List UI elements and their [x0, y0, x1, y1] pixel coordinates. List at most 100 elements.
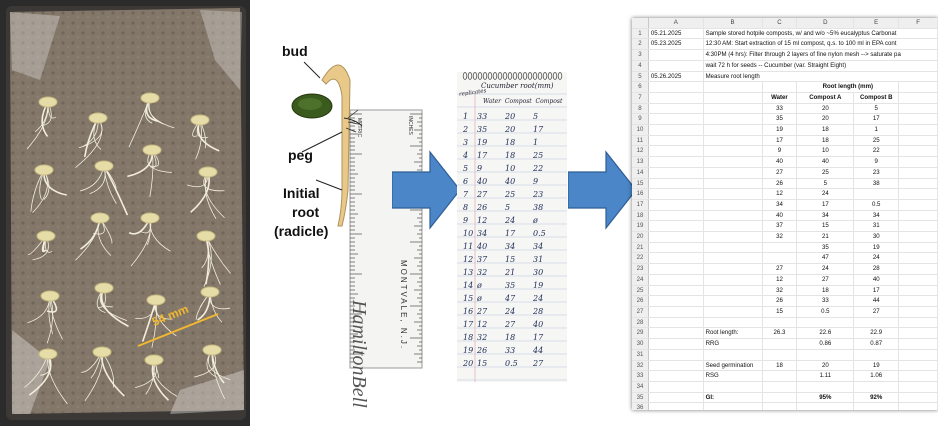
cell[interactable]: [648, 360, 704, 372]
cell[interactable]: [648, 103, 704, 115]
row-number[interactable]: 10: [632, 124, 649, 136]
water-value[interactable]: [762, 349, 798, 361]
cell[interactable]: [898, 252, 938, 265]
compost-b-value[interactable]: [853, 349, 900, 361]
compost-a-value[interactable]: 15: [796, 220, 855, 233]
compost-a-value[interactable]: 17: [796, 199, 855, 211]
compost-a-value[interactable]: 0.5: [796, 306, 855, 318]
row-number[interactable]: 26: [632, 295, 649, 307]
compost-b-value[interactable]: 30: [853, 231, 900, 243]
compost-b-value[interactable]: 0.5: [853, 199, 900, 211]
cell[interactable]: [898, 156, 938, 168]
cell[interactable]: [703, 103, 763, 115]
cell[interactable]: [898, 145, 938, 158]
cell[interactable]: [703, 178, 763, 190]
cell[interactable]: [898, 231, 938, 243]
row-number[interactable]: 34: [632, 381, 649, 393]
water-value[interactable]: 35: [762, 113, 798, 126]
compost-b-value[interactable]: 24: [853, 252, 900, 265]
column-header[interactable]: E: [853, 18, 900, 29]
compost-a-value[interactable]: 24: [796, 263, 855, 275]
compost-b-value[interactable]: [853, 402, 900, 410]
row-number[interactable]: 15: [632, 178, 649, 190]
cell[interactable]: [648, 210, 704, 222]
water-value[interactable]: 37: [762, 220, 798, 233]
cell[interactable]: [898, 113, 938, 126]
compost-a-value[interactable]: 10: [796, 145, 855, 158]
water-value[interactable]: 26: [762, 178, 798, 190]
row-number[interactable]: 14: [632, 167, 649, 179]
cell[interactable]: [898, 199, 938, 211]
water-value[interactable]: [762, 381, 798, 393]
note-cell[interactable]: 12:30 AM: Start extraction of 15 ml comp…: [703, 38, 938, 51]
row-number[interactable]: 21: [632, 242, 649, 254]
compost-a-value[interactable]: 5: [796, 178, 855, 190]
compost-b-value[interactable]: [853, 381, 900, 393]
water-value[interactable]: 12: [762, 188, 798, 200]
compost-a-value[interactable]: 25: [796, 167, 855, 179]
water-value[interactable]: 34: [762, 199, 798, 211]
cell[interactable]: [648, 349, 704, 361]
row-number[interactable]: 11: [632, 135, 649, 147]
row-number[interactable]: 24: [632, 274, 649, 286]
row-number[interactable]: 28: [632, 317, 649, 329]
row-number[interactable]: 1: [632, 28, 649, 40]
cell[interactable]: [703, 210, 763, 222]
date-cell[interactable]: 05.23.2025: [648, 38, 704, 51]
water-value[interactable]: 19: [762, 124, 798, 136]
cell[interactable]: [648, 242, 704, 254]
compost-a-value[interactable]: 22.6: [796, 327, 855, 340]
summary-label[interactable]: RRG: [703, 338, 763, 350]
compost-b-value[interactable]: 23: [853, 167, 900, 179]
cell[interactable]: [703, 295, 763, 307]
cell[interactable]: [703, 113, 763, 126]
compost-a-value[interactable]: 18: [796, 135, 855, 147]
row-number[interactable]: 19: [632, 220, 649, 233]
row-number[interactable]: 35: [632, 392, 649, 404]
summary-label[interactable]: GI:: [703, 392, 763, 404]
row-number[interactable]: 17: [632, 199, 649, 211]
note-cell[interactable]: 4:30PM (4 hrs): Filter through 2 layers …: [703, 49, 938, 61]
compost-a-value[interactable]: [796, 317, 855, 329]
compost-b-value[interactable]: 22.9: [853, 327, 900, 340]
compost-a-value[interactable]: 20: [796, 113, 855, 126]
summary-label[interactable]: Root length:: [703, 327, 763, 340]
note-cell[interactable]: Measure root length: [703, 71, 938, 83]
header-compost-b[interactable]: Compost B: [853, 92, 900, 104]
compost-a-value[interactable]: 20: [796, 103, 855, 115]
compost-a-value[interactable]: 21: [796, 231, 855, 243]
cell[interactable]: [648, 113, 704, 126]
summary-label[interactable]: [703, 381, 763, 393]
cell[interactable]: [648, 156, 704, 168]
water-value[interactable]: 32: [762, 231, 798, 243]
water-value[interactable]: 15: [762, 306, 798, 318]
column-header[interactable]: B: [703, 18, 763, 29]
water-value[interactable]: 17: [762, 135, 798, 147]
water-value[interactable]: 9: [762, 145, 798, 158]
water-value[interactable]: 27: [762, 167, 798, 179]
compost-b-value[interactable]: 27: [853, 306, 900, 318]
cell[interactable]: [703, 252, 763, 265]
row-number[interactable]: 33: [632, 370, 649, 382]
cell[interactable]: [703, 124, 763, 136]
cell[interactable]: [898, 274, 938, 286]
compost-b-value[interactable]: 19: [853, 242, 900, 254]
date-cell[interactable]: [648, 60, 704, 72]
cell[interactable]: [648, 317, 704, 329]
row-number[interactable]: 18: [632, 210, 649, 222]
compost-a-value[interactable]: 27: [796, 274, 855, 286]
row-number[interactable]: 31: [632, 349, 649, 361]
cell[interactable]: [648, 274, 704, 286]
compost-b-value[interactable]: 17: [853, 285, 900, 297]
water-value[interactable]: 40: [762, 210, 798, 222]
compost-b-value[interactable]: 1: [853, 124, 900, 136]
cell[interactable]: [898, 370, 938, 382]
cell[interactable]: [648, 167, 704, 179]
cell[interactable]: [648, 402, 704, 410]
cell[interactable]: [648, 252, 704, 265]
compost-b-value[interactable]: 0.87: [853, 338, 900, 350]
cell[interactable]: [898, 285, 938, 297]
cell[interactable]: [648, 338, 704, 350]
cell[interactable]: [648, 392, 704, 404]
cell[interactable]: [898, 210, 938, 222]
